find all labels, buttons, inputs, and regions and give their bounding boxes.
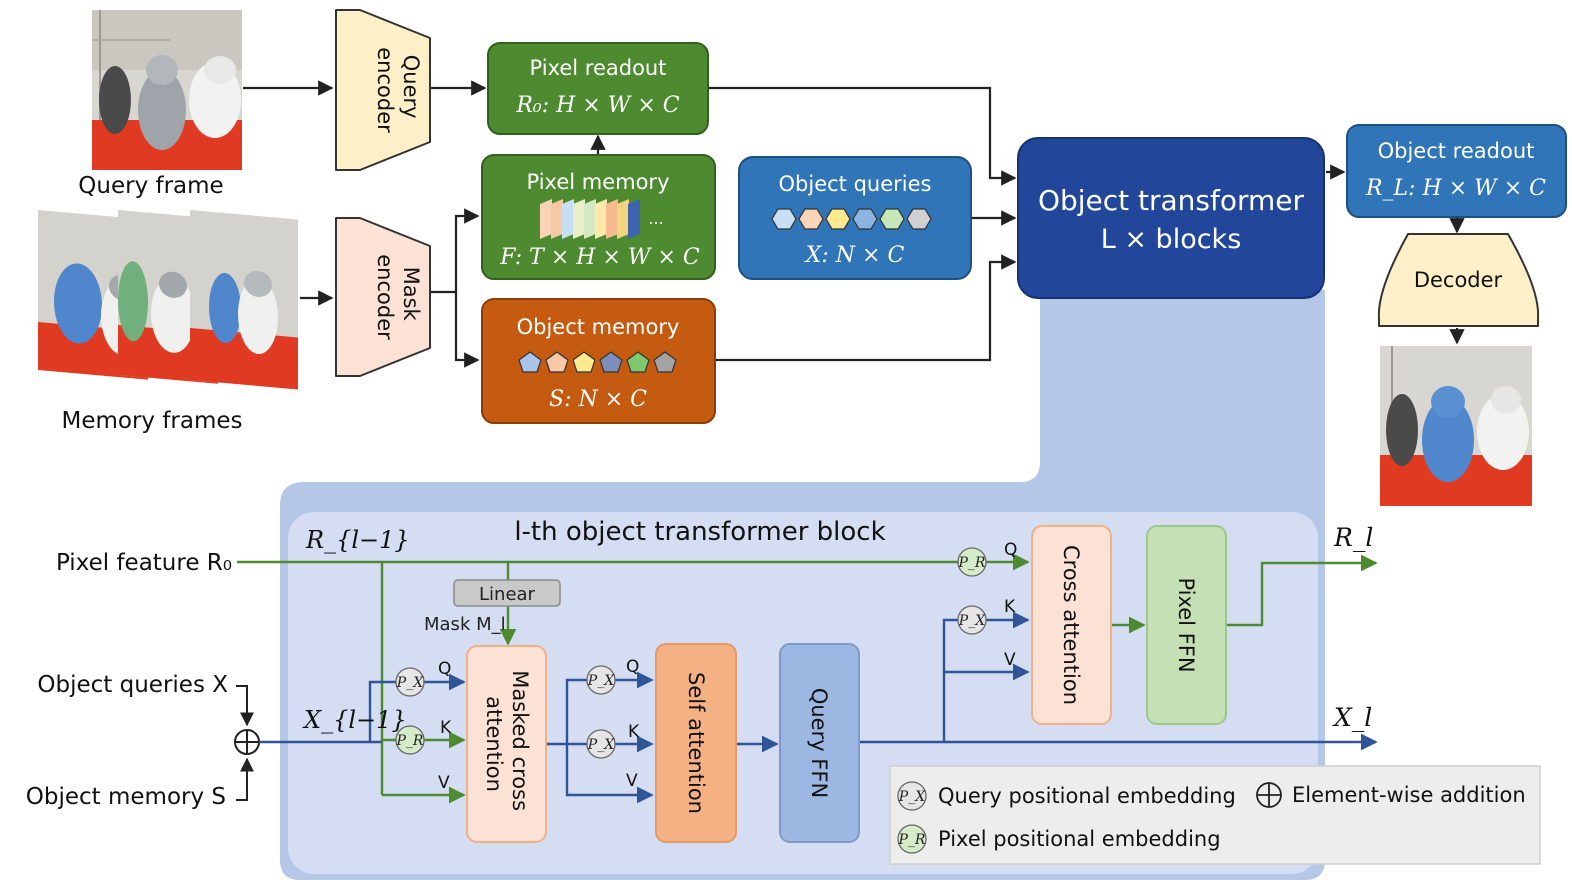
mca-k: K (440, 718, 452, 738)
object-memory-label: Object memory S (26, 784, 226, 810)
plus-circle-icon (234, 685, 260, 801)
svg-text:Mask encoder: Mask encoder (373, 254, 423, 340)
legend-px-icon: P_X (897, 781, 927, 811)
query-ffn-label: Query FFN (807, 688, 831, 798)
block-title: l-th object transformer block (514, 517, 885, 547)
px-circle-sa-k: P_X (586, 729, 616, 759)
self-attention-label: Self attention (684, 672, 708, 814)
mask-encoder: Mask encoder (335, 217, 431, 377)
r-out-label: R_l (1333, 523, 1373, 552)
cross-attention-label: Cross attention (1059, 545, 1083, 705)
pr-circle-ca-q: P_R (957, 547, 987, 577)
output-mask-photo (1380, 346, 1532, 506)
legend-plus-icon (1256, 782, 1282, 808)
sa-q: Q (626, 657, 639, 677)
svg-text:P_X: P_X (898, 789, 926, 805)
qkv-labels: Q K V Q K V Q K V (438, 540, 1017, 793)
mca-q: Q (438, 659, 451, 679)
pixel-ffn-label: Pixel FFN (1174, 577, 1198, 672)
query-encoder-line1: Query (399, 55, 423, 119)
pixel-readout-box: Pixel readout R₀: H × W × C (487, 42, 709, 135)
x-prev-label: X_{l−1} (302, 706, 407, 734)
memory-frames-photos (38, 209, 298, 390)
pixel-memory-formula: F: T × H × W × C (499, 245, 700, 270)
sa-v: V (626, 771, 638, 791)
masked-cross-line1: Masked cross (508, 670, 532, 811)
query-connectors (259, 611, 1378, 804)
ca-v: V (1004, 650, 1016, 670)
object-memory-formula: S: N × C (549, 387, 647, 412)
legend-pr-icon: P_R (897, 824, 927, 854)
object-readout-box: Object readout R_L: H × W × C (1346, 124, 1567, 218)
svg-text:Masked cross attention: Masked cross attention (482, 670, 532, 817)
top-connectors (243, 80, 1465, 368)
legend-query-pe: Query positional embedding (938, 784, 1236, 808)
linear-label: Linear (479, 584, 536, 605)
object-queries-formula: X: N × C (804, 243, 905, 268)
pixel-memory-ellipsis: ... (648, 209, 663, 228)
cross-attention-block: Cross attention (1031, 525, 1112, 725)
object-readout-formula: R_L: H × W × C (1365, 176, 1546, 201)
pixel-readout-title: Pixel readout (530, 56, 667, 80)
legend-add: Element-wise addition (1292, 783, 1526, 807)
px-circle-mca: P_X (395, 667, 425, 697)
svg-text:P_R: P_R (898, 832, 926, 848)
object-memory-title: Object memory (517, 315, 680, 339)
query-frame-label: Query frame (78, 173, 223, 199)
svg-text:P_X: P_X (958, 613, 986, 629)
memory-frames-label: Memory frames (61, 408, 242, 434)
feature-stack-icon: ... (540, 199, 664, 239)
ca-q: Q (1004, 540, 1017, 560)
object-transformer-title: Object transformer (1038, 184, 1305, 217)
sa-k: K (628, 722, 640, 742)
legend-pixel-pe: Pixel positional embedding (938, 827, 1221, 851)
decoder-label: Decoder (1414, 268, 1503, 292)
x-out-label: X_l (1332, 703, 1372, 732)
svg-text:P_X: P_X (396, 675, 424, 691)
query-encoder: Query encoder (335, 9, 431, 171)
svg-text:P_X: P_X (587, 673, 615, 689)
pixel-feature-label: Pixel feature R₀ (56, 550, 232, 576)
self-attention-block: Self attention (655, 643, 737, 843)
object-queries-label: Object queries X (37, 672, 228, 698)
hexagon-token-icons (771, 208, 932, 230)
object-transformer-box: Object transformer L × blocks (1017, 137, 1325, 299)
ca-k: K (1004, 597, 1016, 617)
query-ffn-block: Query FFN (779, 643, 860, 843)
linear-box: Linear (453, 579, 561, 607)
px-circle-sa-q: P_X (586, 665, 616, 695)
pixel-memory-title: Pixel memory (527, 170, 670, 194)
object-queries-title: Object queries (779, 172, 932, 196)
svg-text:P_R: P_R (958, 555, 986, 571)
svg-text:Query encoder: Query encoder (373, 47, 423, 133)
mask-encoder-line1: Mask (399, 267, 423, 322)
object-transformer-subtitle: L × blocks (1101, 224, 1242, 255)
mask-encoder-line2: encoder (373, 254, 397, 340)
pixel-ffn-block: Pixel FFN (1146, 525, 1227, 725)
masked-cross-attention-block: Masked cross attention (466, 645, 547, 843)
svg-text:P_R: P_R (396, 733, 424, 749)
object-memory-box: Object memory S: N × C (481, 298, 716, 424)
pr-circle-mca: P_R (395, 725, 425, 755)
pentagon-token-icons (518, 351, 677, 373)
masked-cross-line2: attention (482, 696, 506, 792)
query-encoder-line2: encoder (373, 47, 397, 133)
legend: P_X Query positional embedding Element-w… (889, 765, 1541, 865)
mask-label: Mask M_l (424, 614, 506, 635)
object-queries-box: Object queries X: N × C (738, 156, 972, 280)
pixel-memory-box: Pixel memory ... F: T × H × W × C (481, 154, 716, 280)
pe-circles: P_X P_R P_X P_X P_R P_X (395, 547, 987, 759)
mca-v: V (438, 773, 450, 793)
object-readout-title: Object readout (1378, 139, 1535, 163)
px-circle-ca-k: P_X (957, 605, 987, 635)
r-prev-label: R_{l−1} (305, 526, 410, 554)
decoder-block: Decoder (1377, 233, 1540, 327)
query-frame-photo (92, 10, 242, 170)
pixel-readout-formula: R₀: H × W × C (515, 93, 679, 118)
svg-text:P_X: P_X (587, 737, 615, 753)
